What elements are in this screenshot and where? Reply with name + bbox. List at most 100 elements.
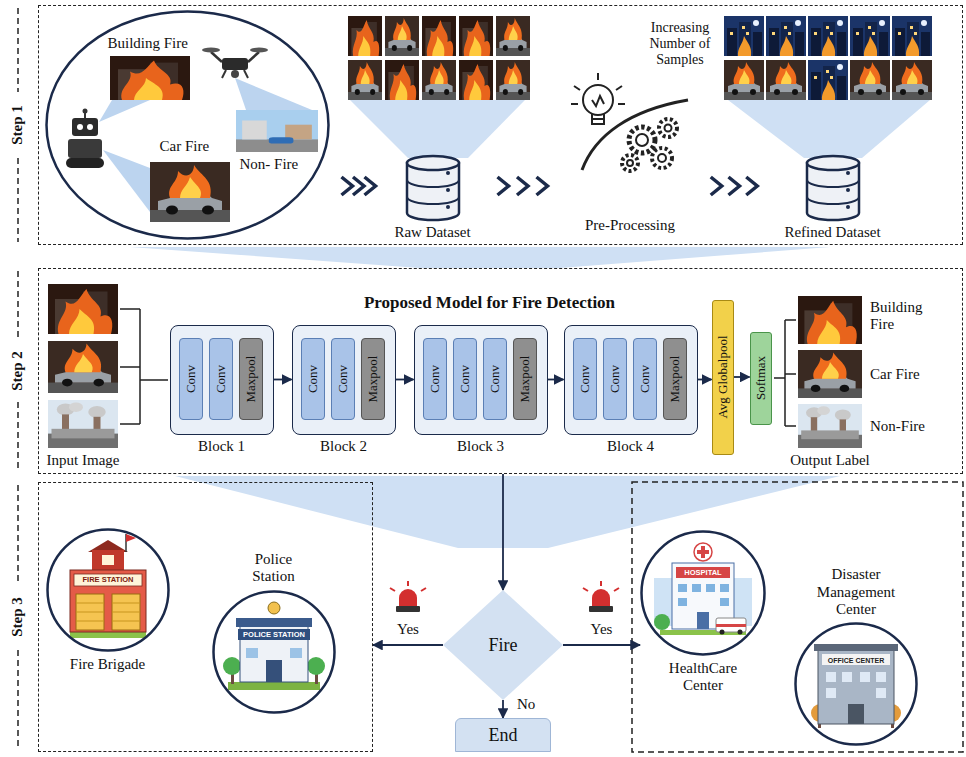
node-label: End [489, 725, 518, 746]
node-label: Softmax [753, 356, 768, 400]
refined-image-grid [808, 16, 848, 56]
drone-icon [231, 70, 239, 78]
hospital-art [720, 598, 729, 606]
preprocess-art [629, 127, 655, 153]
drone-icon [244, 70, 248, 78]
database-cylinder: Raw Dataset [388, 152, 478, 242]
flow-arrow [502, 474, 504, 590]
sign-text: POLICE STATION [243, 631, 305, 639]
police-station-art [228, 682, 320, 690]
node-outline [846, 205, 850, 209]
service-circle: Fire Brigade [46, 528, 170, 652]
node-outline [807, 180, 859, 187]
refined-image-grid [850, 60, 890, 100]
node-label: Conv [608, 365, 623, 393]
preprocess-art [652, 148, 672, 168]
node-label: Pre-Processing [585, 217, 675, 234]
hospital-art [716, 618, 746, 632]
node-label: Conv [214, 365, 229, 393]
drone-icon [211, 52, 222, 62]
node-label: Step 1 [9, 105, 26, 145]
maxpool-layer: Maxpool [663, 338, 687, 420]
fire-station-art [70, 570, 146, 632]
fire-station-art [92, 550, 124, 572]
flow-arrow [373, 644, 443, 646]
node-label: Block 2 [320, 438, 367, 455]
step-divider [17, 402, 19, 471]
conv-block: Block 4ConvConvConvMaxpool [564, 325, 698, 435]
step-divider [17, 485, 19, 585]
chevron-connector [498, 177, 509, 195]
robot-icon [87, 124, 93, 130]
police-station-art [223, 657, 241, 675]
raw-image-grid [496, 60, 530, 100]
preprocess-art [665, 125, 672, 132]
flow-arrow [698, 379, 712, 381]
node-label: Disaster Management Center [800, 566, 912, 618]
police-station-art [240, 626, 308, 682]
office-art [811, 644, 901, 728]
node-label: Maxpool [366, 356, 381, 403]
hospital-art [678, 584, 687, 592]
conv-layer: Conv [423, 338, 447, 420]
sign-text: FIRE STATION [83, 576, 134, 584]
node-outline [213, 591, 334, 712]
hospital-art [706, 584, 715, 592]
node-label: Block 3 [457, 438, 504, 455]
alarm-siren [390, 581, 426, 612]
conv-block: Block 1ConvConvMaxpool [170, 325, 274, 435]
hospital-art [720, 584, 729, 592]
robot-icon [66, 158, 104, 168]
office-art [826, 672, 836, 682]
refined-image-grid [724, 16, 932, 100]
raw-image-grid [459, 16, 493, 56]
node-outline [212, 590, 336, 714]
alarm-siren [592, 589, 610, 606]
flow-arrow [548, 379, 564, 381]
drone-icon [202, 48, 220, 53]
office-art [876, 688, 886, 698]
node-label: Raw Dataset [394, 224, 470, 241]
alarm-siren [396, 606, 420, 612]
flow-funnel [130, 100, 930, 548]
edge-label: No [515, 696, 537, 713]
node-label: Non- Fire [240, 156, 299, 173]
annotation-label: Car Fire [870, 366, 920, 383]
raw-image-grid [385, 16, 419, 56]
node-outline [446, 171, 450, 175]
maxpool-layer: Maxpool [239, 338, 263, 420]
node-label: HealthCare Center [657, 660, 749, 695]
refined-image-grid [892, 16, 932, 56]
output-images [798, 350, 862, 398]
node-label: Maxpool [244, 356, 259, 403]
preprocess-art [592, 114, 604, 124]
office-art [860, 672, 870, 682]
sign-text: HOSPITAL [684, 569, 721, 577]
conv-block: Block 2ConvConvMaxpool [292, 325, 396, 435]
annotation-label: Building Fire [870, 299, 942, 334]
alarm-siren [583, 581, 619, 612]
conv-layer: Conv [603, 338, 627, 420]
node-label: Conv [578, 365, 593, 393]
hospital-art [716, 624, 746, 627]
conv-layer: Conv [453, 338, 477, 420]
robot-icon [66, 109, 104, 169]
node-label: Conv [336, 365, 351, 393]
preprocess-art [622, 155, 638, 171]
node-outline [46, 11, 328, 238]
annotation-label: Output Label [790, 452, 870, 469]
source-art [99, 100, 150, 122]
drone-icon [222, 70, 226, 78]
pool-layer: Avg Globalpool [712, 300, 734, 455]
preprocess-art [627, 160, 633, 166]
node-outline [407, 156, 459, 170]
node-label: Conv [458, 365, 473, 393]
alarm-siren [589, 606, 613, 612]
chevron-connector [342, 177, 353, 195]
preprocess-art [592, 96, 604, 106]
preprocess-art [571, 73, 688, 171]
raw-image-grid [459, 60, 493, 100]
drone-icon [202, 48, 268, 79]
node-label: Conv [306, 365, 321, 393]
node-outline [807, 197, 859, 204]
